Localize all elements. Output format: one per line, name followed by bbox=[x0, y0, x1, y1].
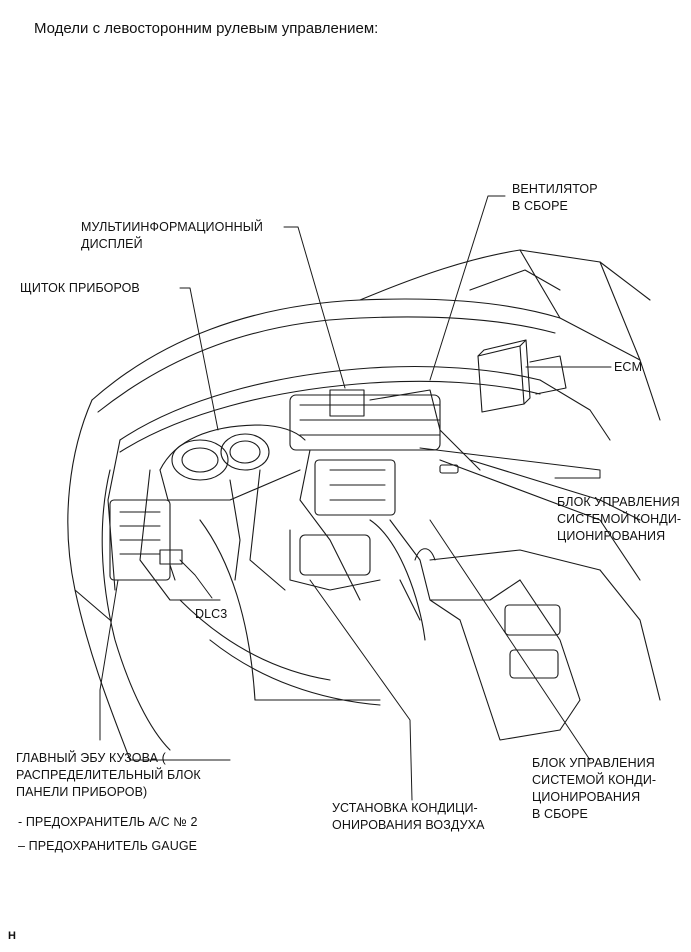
label-ac-control-assy: БЛОК УПРАВЛЕНИЯ СИСТЕМОЙ КОНДИ- ЦИОНИРОВ… bbox=[532, 755, 656, 823]
corner-mark: H bbox=[8, 930, 16, 942]
center-console-shape bbox=[389, 519, 661, 741]
label-line: ПАНЕЛИ ПРИБОРОВ) bbox=[16, 785, 148, 799]
label-line: ОНИРОВАНИЯ ВОЗДУХА bbox=[332, 818, 485, 832]
floor-outline bbox=[179, 599, 381, 706]
label-line: МУЛЬТИИНФОРМАЦИОННЫЙ bbox=[81, 220, 263, 234]
label-blower-assy: ВЕНТИЛЯТОР В СБОРЕ bbox=[512, 181, 598, 215]
label-line: ДИСПЛЕЙ bbox=[81, 237, 143, 251]
label-line: ECM bbox=[614, 360, 643, 374]
label-fuse-ac2: - ПРЕДОХРАНИТЕЛЬ A/C № 2 bbox=[18, 815, 198, 829]
label-line: ВЕНТИЛЯТОР bbox=[512, 182, 598, 196]
label-line: DLC3 bbox=[195, 607, 228, 621]
windshield-outline bbox=[91, 249, 661, 421]
center-stack-shape bbox=[229, 389, 441, 641]
label-dlc3: DLC3 bbox=[195, 606, 227, 623]
label-combination-meter: ЩИТОК ПРИБОРОВ bbox=[20, 280, 140, 297]
label-ac-control: БЛОК УПРАВЛЕНИЯ СИСТЕМОЙ КОНДИ- ЦИОНИРОВ… bbox=[557, 494, 681, 545]
label-line: ГЛАВНЫЙ ЭБУ КУЗОВА ( bbox=[16, 751, 166, 765]
label-main-body-ecu: ГЛАВНЫЙ ЭБУ КУЗОВА ( РАСПРЕДЕЛИТЕЛЬНЫЙ Б… bbox=[16, 750, 201, 801]
label-line: БЛОК УПРАВЛЕНИЯ bbox=[557, 495, 680, 509]
label-line: ЩИТОК ПРИБОРОВ bbox=[20, 281, 140, 295]
label-ecm: ECM bbox=[614, 359, 642, 376]
leader-lines bbox=[99, 195, 612, 801]
ecm-box bbox=[477, 339, 567, 413]
page-heading: Модели с левосторонним рулевым управлени… bbox=[34, 20, 379, 37]
label-line: СИСТЕМОЙ КОНДИ- bbox=[557, 512, 682, 526]
body-ecu-block bbox=[109, 499, 183, 581]
label-fuse-gauge: – ПРЕДОХРАНИТЕЛЬ GAUGE bbox=[18, 839, 198, 853]
passenger-dash-shape bbox=[439, 429, 641, 581]
label-line: ЦИОНИРОВАНИЯ bbox=[557, 529, 666, 543]
combination-meter-shape bbox=[159, 424, 306, 501]
left-door-outline bbox=[67, 399, 231, 761]
label-line: БЛОК УПРАВЛЕНИЯ bbox=[532, 756, 655, 770]
label-ac-unit: УСТАНОВКА КОНДИЦИ- ОНИРОВАНИЯ ВОЗДУХА bbox=[332, 800, 485, 834]
label-line: УСТАНОВКА КОНДИЦИ- bbox=[332, 801, 478, 815]
label-line: РАСПРЕДЕЛИТЕЛЬНЫЙ БЛОК bbox=[16, 768, 201, 782]
label-line: В СБОРЕ bbox=[532, 807, 588, 821]
label-line: СИСТЕМОЙ КОНДИ- bbox=[532, 773, 657, 787]
label-line: ЦИОНИРОВАНИЯ bbox=[532, 790, 641, 804]
label-line: В СБОРЕ bbox=[512, 199, 568, 213]
label-multi-display: МУЛЬТИИНФОРМАЦИОННЫЙ ДИСПЛЕЙ bbox=[81, 219, 263, 253]
